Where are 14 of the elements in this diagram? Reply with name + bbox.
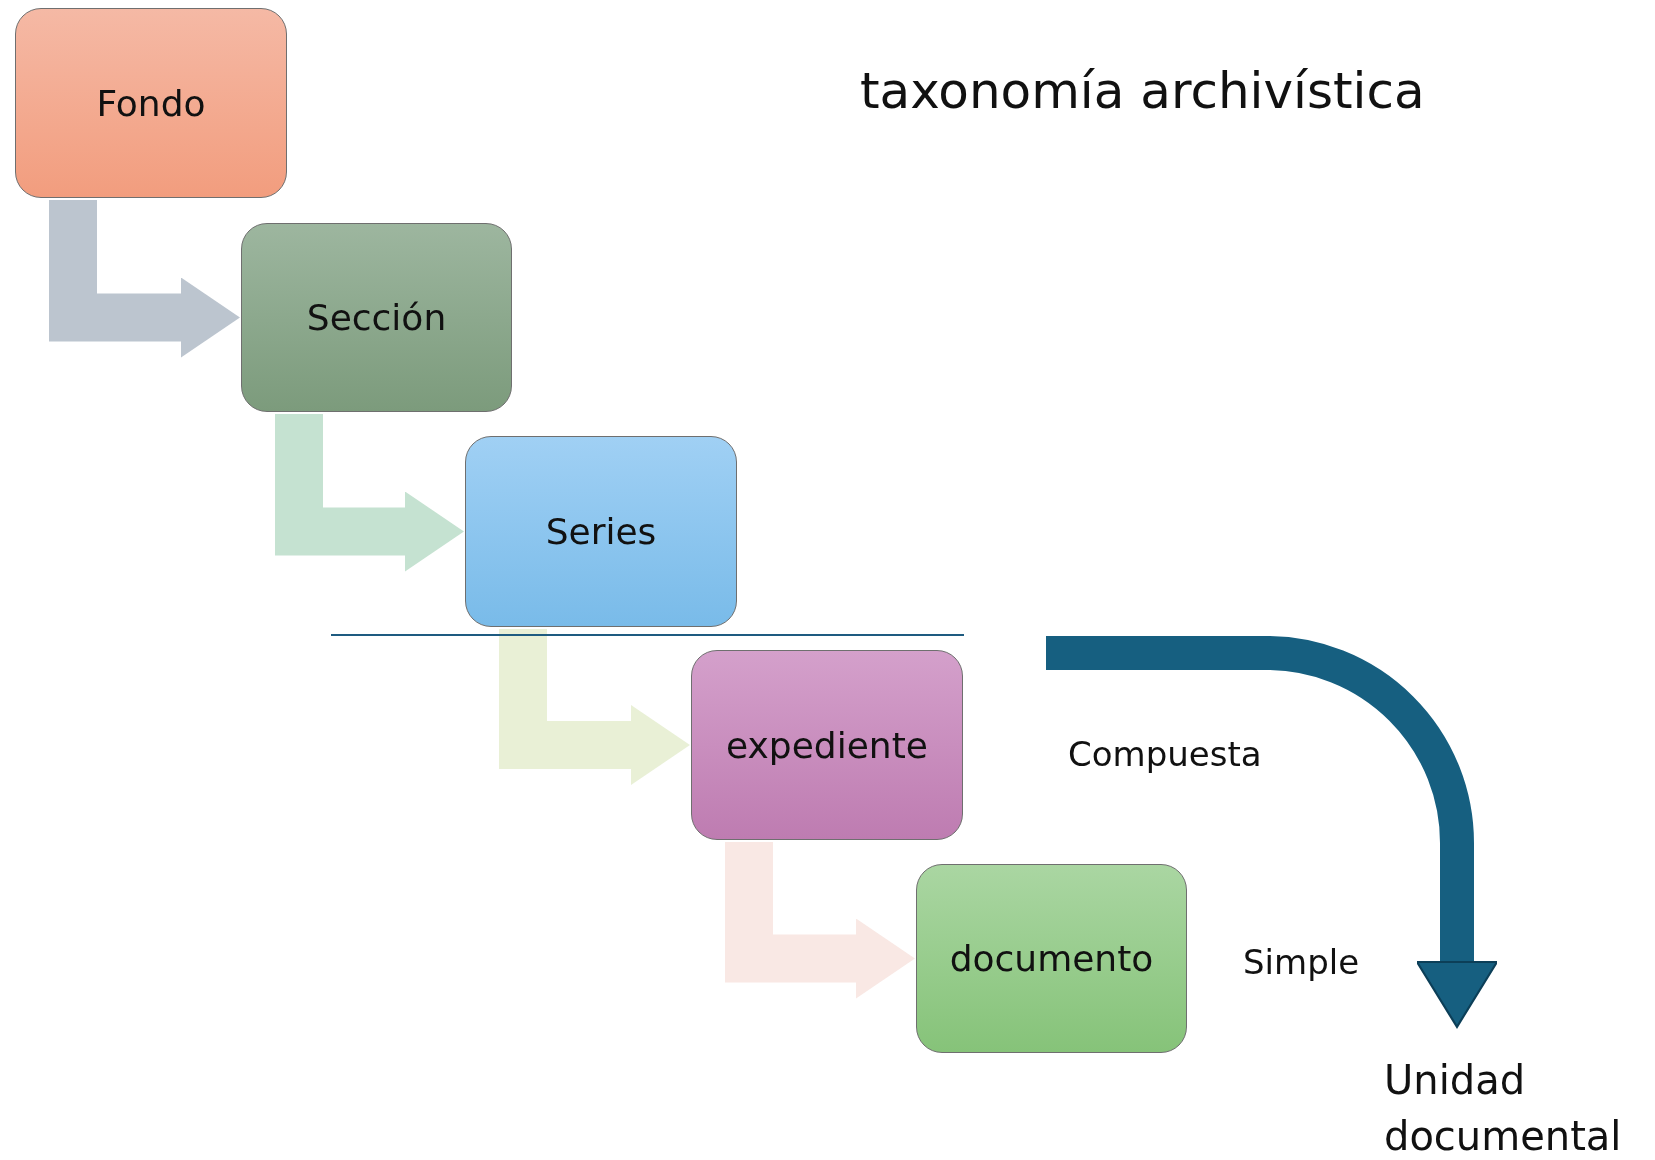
text-label: Simple (1243, 942, 1360, 982)
process-box: expediente (691, 650, 963, 840)
process-box: documento (916, 864, 1187, 1053)
node-text: Unidad documental (1384, 1052, 1654, 1160)
process-box: Fondo (15, 8, 287, 198)
process-box: Sección (241, 223, 512, 412)
arrow (49, 200, 240, 358)
arrow (499, 629, 690, 785)
arrow (275, 414, 464, 572)
arrow (725, 842, 915, 999)
process-box: Series (465, 436, 737, 627)
arrow (1046, 636, 1499, 1028)
title: taxonomía archivística (860, 62, 1426, 120)
text-label: Compuesta (1068, 734, 1262, 774)
